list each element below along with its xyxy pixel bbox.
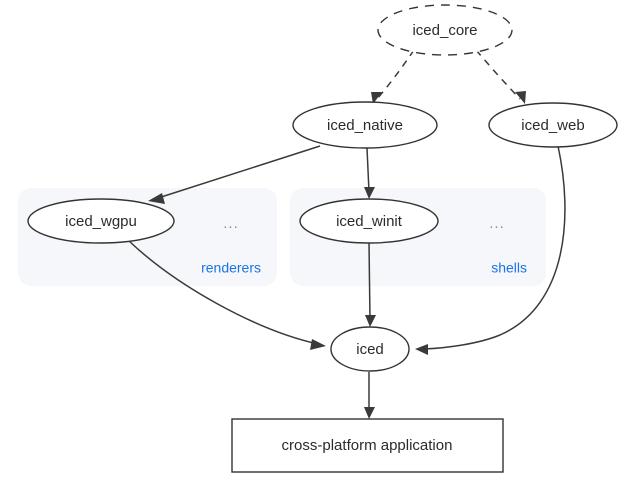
- cluster-label-renderers: renderers: [201, 260, 261, 276]
- cluster-label-shells: shells: [491, 260, 527, 276]
- cluster-ellipsis-shells: ...: [489, 215, 505, 232]
- node-label-iced-web: iced_web: [521, 117, 584, 134]
- edge-iced-to-app: [364, 372, 375, 419]
- edge-iced-core-to-iced-native: [371, 49, 415, 104]
- node-label-iced-core: iced_core: [412, 22, 477, 39]
- edge-iced-wgpu-to-iced: [127, 239, 326, 350]
- node-iced-winit[interactable]: iced_winit: [299, 198, 439, 244]
- cluster-ellipsis-renderers: ...: [223, 215, 239, 232]
- edge-iced-native-to-iced-wgpu: [148, 145, 321, 204]
- node-iced-web[interactable]: iced_web: [488, 102, 618, 148]
- node-iced-wgpu[interactable]: iced_wgpu: [27, 198, 175, 244]
- node-label-iced-native: iced_native: [327, 117, 403, 134]
- node-iced-core[interactable]: iced_core: [377, 4, 513, 56]
- node-iced[interactable]: iced: [330, 326, 410, 372]
- node-iced-native[interactable]: iced_native: [292, 101, 438, 149]
- node-label-cross-platform-application: cross-platform application: [282, 437, 453, 454]
- node-label-iced-wgpu: iced_wgpu: [65, 213, 137, 230]
- node-label-iced: iced: [356, 341, 384, 358]
- edge-iced-native-to-iced-winit: [364, 147, 375, 199]
- node-label-iced-winit: iced_winit: [336, 213, 403, 230]
- edge-iced-core-to-iced-web: [475, 49, 526, 104]
- node-cross-platform-application[interactable]: cross-platform application: [231, 418, 504, 473]
- edge-iced-web-to-iced: [415, 145, 566, 355]
- edge-iced-winit-to-iced: [365, 242, 376, 327]
